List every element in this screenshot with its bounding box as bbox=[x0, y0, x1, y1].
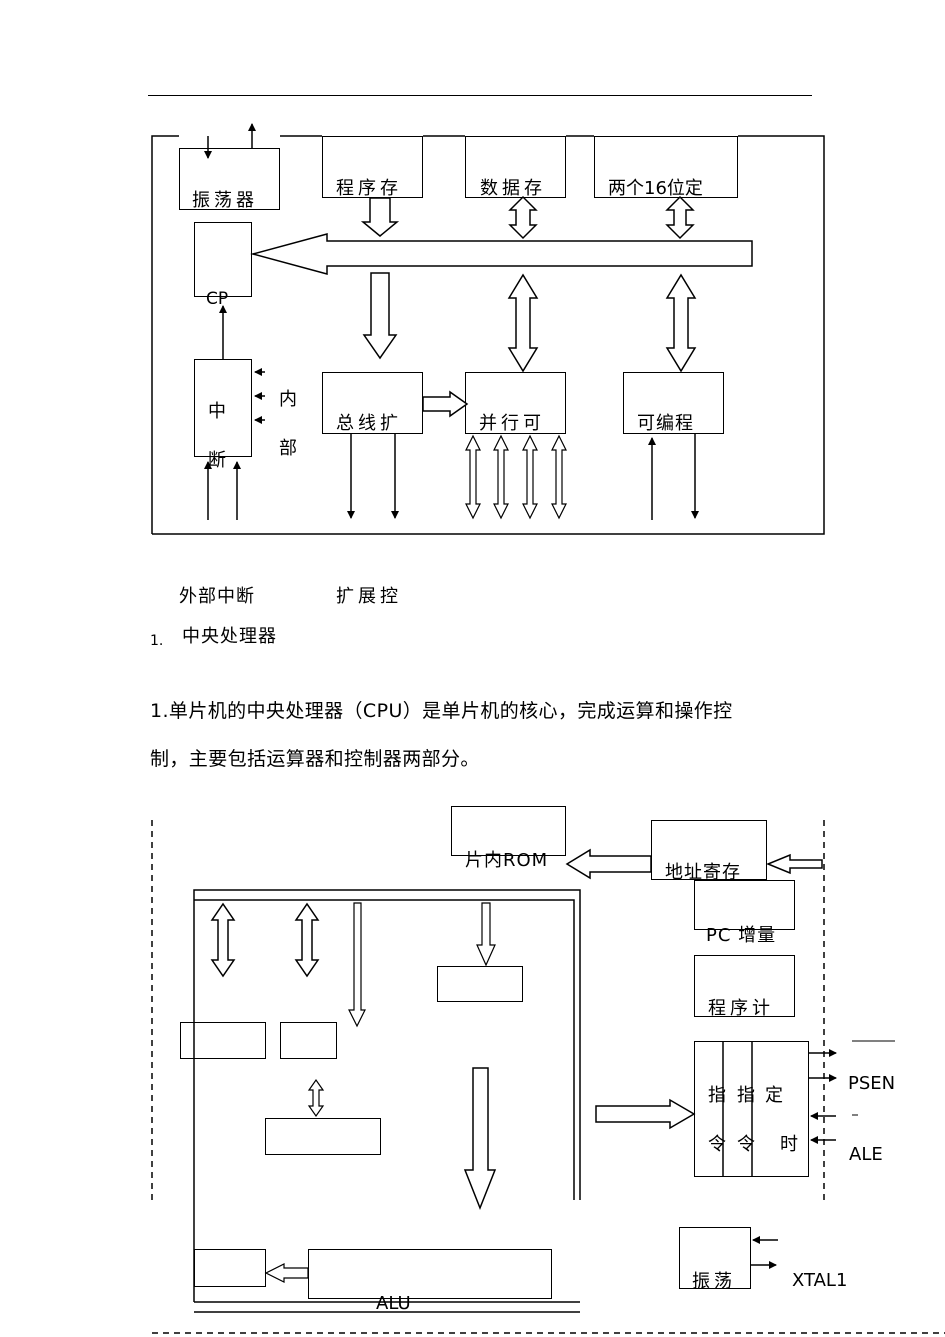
interrupt-label-1: 中 bbox=[208, 401, 230, 422]
rom-label: 片内ROM bbox=[465, 852, 548, 870]
instruction-register-label-2: 令 bbox=[708, 1134, 730, 1155]
instruction-decoder-label-2: 令 bbox=[737, 1134, 759, 1155]
ale-label: ALE bbox=[849, 1144, 883, 1165]
internal-label-2: 部 bbox=[279, 438, 301, 459]
data-memory-box bbox=[465, 136, 566, 198]
pc-incrementer-label: PC 增量 bbox=[706, 925, 777, 946]
register-box-b bbox=[280, 1022, 337, 1059]
program-counter-box bbox=[694, 955, 795, 1017]
program-counter-label: 程序计 bbox=[708, 998, 774, 1019]
instruction-register-label-1: 指 bbox=[708, 1085, 730, 1106]
pc-incrementer-box bbox=[694, 880, 795, 930]
oscillator-box bbox=[179, 148, 280, 210]
header-rule bbox=[148, 95, 812, 96]
address-register-label: 地址寄存 bbox=[665, 862, 741, 883]
bus-extension-label: 总线扩 bbox=[336, 413, 402, 434]
section-number: 1. bbox=[150, 633, 164, 649]
accumulator-box bbox=[194, 1249, 266, 1287]
programmable-label: 可编程 bbox=[637, 413, 694, 434]
programmable-box bbox=[623, 372, 724, 434]
interrupt-box bbox=[194, 359, 252, 457]
register-box-c bbox=[265, 1118, 381, 1155]
xtal-label: XTAL1 bbox=[792, 1270, 848, 1291]
oscillator-2-label: 振荡 bbox=[692, 1271, 736, 1292]
cpu-box bbox=[194, 222, 252, 297]
paragraph-line-2: 制，主要包括运算器和控制器两部分。 bbox=[150, 748, 480, 770]
interrupt-label-2: 断 bbox=[208, 450, 230, 471]
bus-extension-box bbox=[322, 372, 423, 434]
register-box-small bbox=[437, 966, 523, 1002]
paragraph-line-1: 1.单片机的中央处理器（CPU）是单片机的核心，完成运算和操作控 bbox=[150, 700, 733, 722]
internal-label-1: 内 bbox=[279, 389, 301, 410]
external-interrupt-caption: 外部中断 bbox=[179, 586, 255, 607]
timers-label: 两个16位定 bbox=[608, 178, 703, 199]
psen-label: PSEN bbox=[848, 1073, 896, 1094]
parallel-io-box bbox=[465, 372, 566, 434]
oscillator-2-box bbox=[679, 1227, 751, 1289]
data-memory-label: 数据存 bbox=[480, 178, 546, 199]
program-memory-label: 程序存 bbox=[336, 178, 402, 199]
extension-control-caption: 扩展控 bbox=[336, 586, 402, 607]
section-title: 中央处理器 bbox=[182, 626, 277, 647]
timers-box bbox=[594, 136, 738, 198]
address-register-box bbox=[651, 820, 767, 880]
rom-label-text: 片内ROM bbox=[465, 850, 549, 871]
instruction-decoder-label-1: 指 bbox=[737, 1085, 759, 1106]
timing-label-1: 定 bbox=[765, 1085, 787, 1106]
rom-box bbox=[451, 806, 566, 856]
timing-label-2: 时 bbox=[780, 1134, 802, 1155]
oscillator-label: 振荡器 bbox=[192, 190, 258, 211]
parallel-io-label: 并行可 bbox=[479, 413, 545, 434]
alu-label: ALU bbox=[376, 1293, 411, 1314]
cpu-label: CP bbox=[206, 289, 229, 309]
